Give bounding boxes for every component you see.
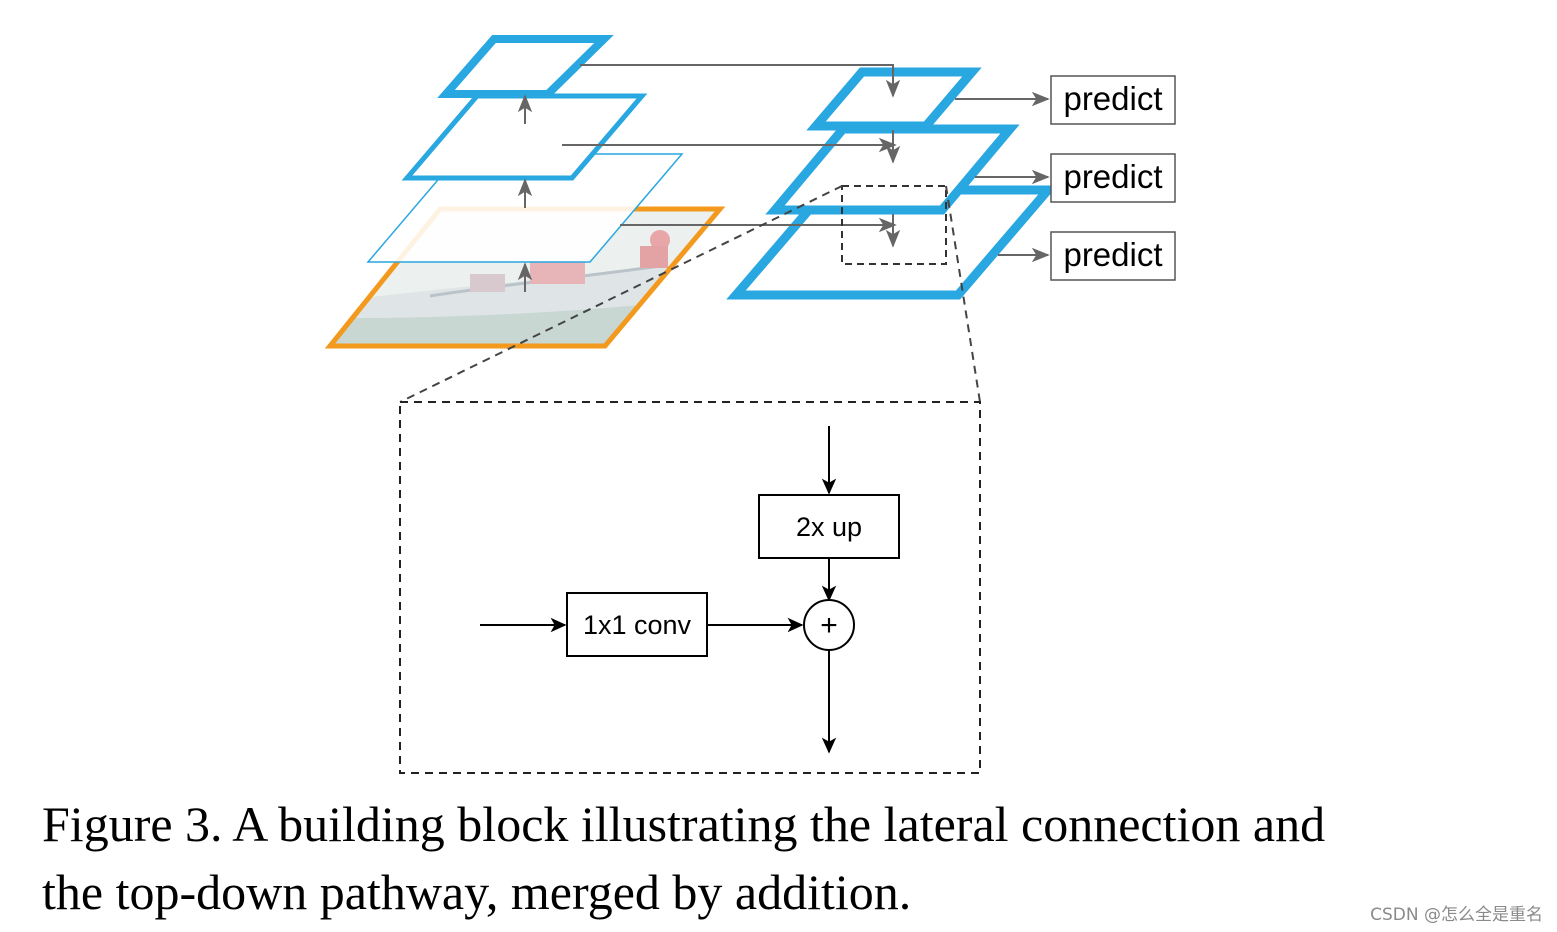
watermark-text: CSDN @怎么全是重名 xyxy=(1370,905,1543,925)
addition-node: + xyxy=(803,599,855,651)
addition-symbol: + xyxy=(820,609,838,642)
caption-line-2: the top-down pathway, merged by addition… xyxy=(42,864,912,920)
figure-caption: Figure 3. A building block illustrating … xyxy=(42,790,1522,926)
zoom-region-box xyxy=(841,185,947,265)
predict-box-3: predict xyxy=(1050,231,1176,281)
bottom-up-layer-2 xyxy=(401,93,648,181)
upsample-label: 2x up xyxy=(796,512,862,542)
upsample-box: 2x up xyxy=(758,494,900,559)
top-down-layer-small xyxy=(806,67,982,131)
predict-label-2: predict xyxy=(1063,158,1162,195)
zoom-line-left xyxy=(399,185,843,403)
conv-1x1-box: 1x1 conv xyxy=(566,592,708,657)
zoom-line-right xyxy=(945,185,981,403)
predict-box-2: predict xyxy=(1050,153,1176,203)
lateral-connection-top xyxy=(580,64,901,98)
predict-box-1: predict xyxy=(1050,75,1176,125)
conv-1x1-label: 1x1 conv xyxy=(583,610,692,640)
bottom-up-layer-3 xyxy=(437,35,614,98)
predict-label-3: predict xyxy=(1063,236,1162,273)
top-down-layer-medium xyxy=(765,124,1020,215)
predict-label-1: predict xyxy=(1063,80,1162,117)
caption-line-1: Figure 3. A building block illustrating … xyxy=(42,796,1326,852)
building-block-frame xyxy=(399,401,981,774)
